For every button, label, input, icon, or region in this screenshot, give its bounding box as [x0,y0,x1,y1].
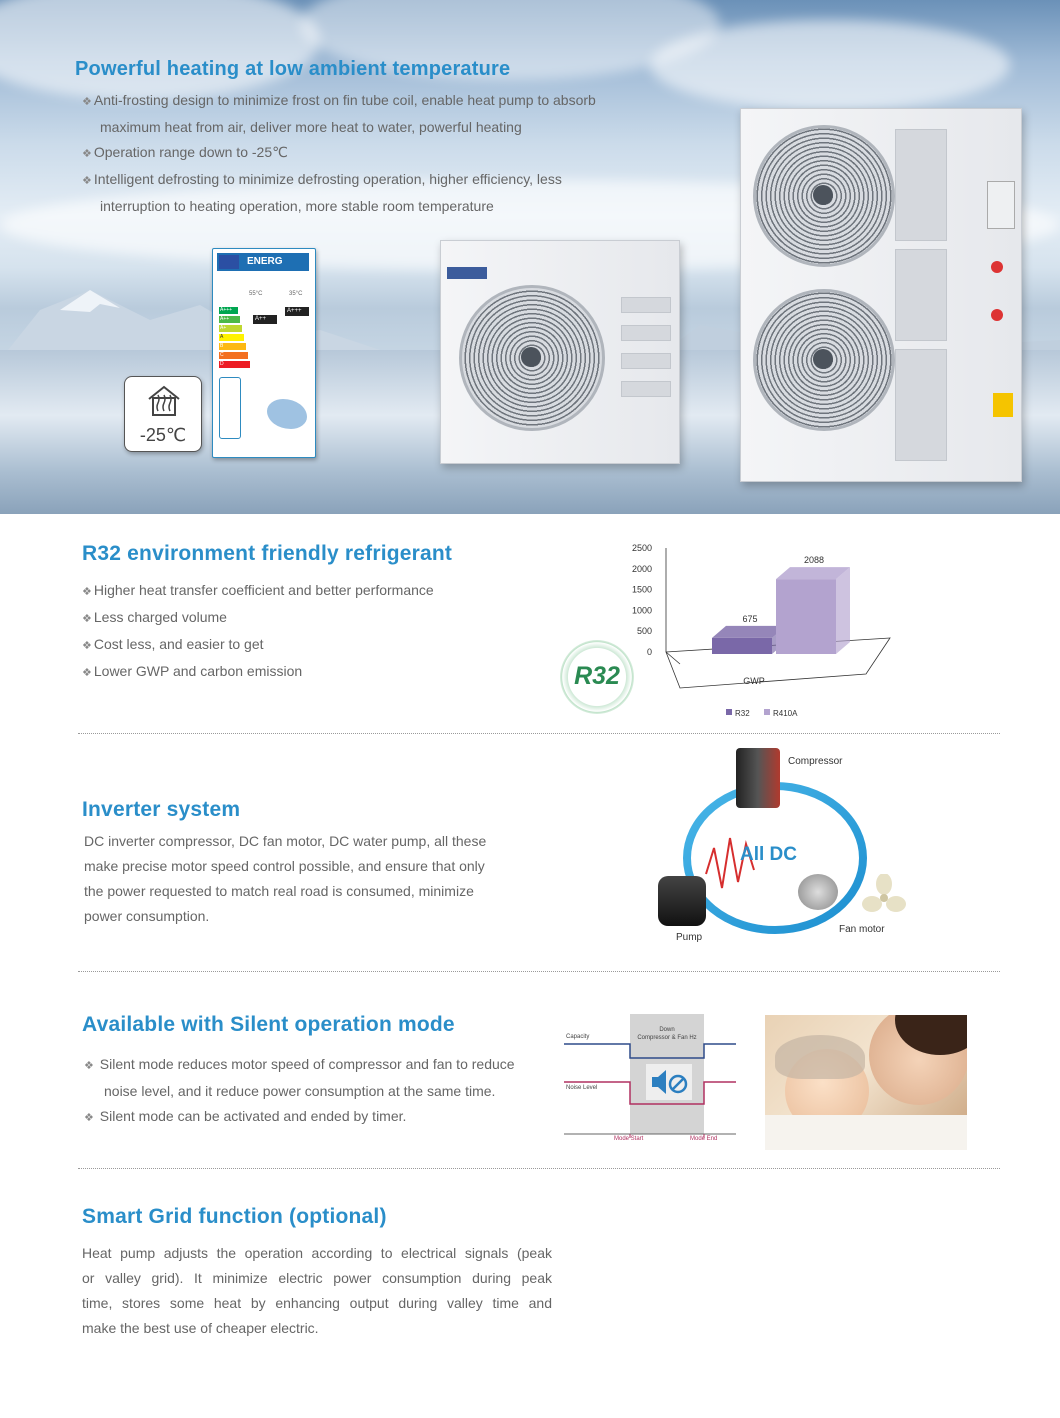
bar-r32-top [712,625,786,638]
legend-label: R410A [773,709,798,718]
fan-motor-image [798,874,838,910]
hero-heading: Powerful heating at low ambient temperat… [75,58,511,80]
silent-mode-diagram: Down Compressor & Fan Hz Capacity Noise … [564,1014,739,1148]
mode-start-label: Mode Start [614,1136,644,1142]
temp-badge-label: -25℃ [139,425,187,445]
hero-bullet-list: ❖Anti-frosting design to minimize frost … [82,88,596,219]
temp-right: 35°C [289,291,303,297]
bar-r410a-side [836,567,850,654]
y-tick-label: 2500 [632,543,652,553]
hero-bullet-continued: interruption to heating operation, more … [100,198,494,214]
rating-right: A+++ [285,307,309,316]
fan-motor-label: Fan motor [839,924,885,935]
r32-bullet: ❖Less charged volume [82,609,227,625]
r32-bullet: ❖Cost less, and easier to get [82,636,264,652]
diamond-bullet-icon: ❖ [82,640,92,652]
baby-hat [775,1035,865,1079]
all-dc-label: All DC [740,844,797,865]
section-divider [78,733,1000,734]
temp-left: 55°C [249,291,263,297]
noise-level-label: Noise Level [566,1085,598,1091]
r32-bullet-list: ❖Higher heat transfer coefficient and be… [82,578,434,686]
pump-image [658,876,706,926]
bar-r32-front [712,637,772,654]
inverter-heading: Inverter system [82,798,241,821]
r32-heading: R32 environment friendly refrigerant [82,542,453,565]
pump-label: Pump [676,932,703,943]
mother-baby-photo [765,1015,967,1150]
hero-bullet: ❖Operation range down to -25℃ [82,144,288,160]
y-tick-label: 1000 [632,605,652,615]
large-heat-pump-unit [740,108,1022,482]
y-tick-label: 2000 [632,564,652,574]
hero-bullet: ❖Intelligent defrosting to minimize defr… [82,171,562,187]
small-heat-pump-unit [440,240,680,464]
legend-swatch [726,709,732,715]
cloud [650,20,1010,110]
y-tick-label: 500 [637,626,652,636]
capacity-label: Capacity [566,1034,590,1040]
silent-bullet-list: ❖ Silent mode reduces motor speed of com… [84,1052,515,1131]
hero-bullet: ❖Anti-frosting design to minimize frost … [82,92,596,108]
bar-r410a-front [776,579,836,654]
data-label: 2088 [804,555,824,565]
compressor-label: Compressor [788,756,843,767]
silent-bullet: ❖ Silent mode can be activated and ended… [84,1108,407,1124]
bar-r410a-top [776,567,850,580]
warning-label [993,393,1013,417]
r32-badge: R32 [560,640,634,714]
fan-hub [521,347,541,367]
legend-swatch [764,709,770,715]
energy-label-title: ENERG [217,253,309,271]
y-tick-label: 1500 [632,585,652,595]
y-tick-label: 0 [647,647,652,657]
r32-badge-label: R32 [574,662,620,690]
diamond-bullet-icon: ❖ [82,667,92,679]
energy-scale: A+++ A++ A+ A B C D [219,307,250,368]
hero-banner: Powerful heating at low ambient temperat… [0,0,1060,514]
smart-grid-paragraph: Heat pump adjusts the operation accordin… [82,1245,552,1336]
house-heating-icon [148,385,180,416]
silent-bullet-continued: noise level, and it reduce power consump… [104,1083,496,1099]
silent-heading: Available with Silent operation mode [82,1013,455,1036]
down-label: Down Compressor & Fan Hz [637,1027,697,1041]
unit-logo [447,267,487,279]
compressor-image [736,748,780,808]
all-dc-diagram: All DC Compressor Pump Fan motor [640,748,920,948]
cloud [0,0,320,100]
diamond-bullet-icon: ❖ [82,613,92,625]
mute-speaker-icon [646,1064,692,1100]
diamond-bullet-icon: ❖ [82,586,92,598]
fan-blade-icon [862,874,906,912]
sound-icon [219,377,241,439]
section-divider [78,1168,1000,1169]
diamond-bullet-icon: ❖ [82,148,92,160]
europe-map-icon [267,399,307,429]
diamond-bullet-icon: ❖ [82,175,92,187]
x-axis-edge [665,651,681,665]
red-indicator [991,261,1003,273]
smart-grid-heading: Smart Grid function (optional) [82,1205,387,1228]
section-divider [78,971,1000,972]
r32-bullet: ❖Higher heat transfer coefficient and be… [82,582,434,598]
energy-label: ENERG 55°C 35°C A+++ A++ A+ A B C D A++ … [212,248,316,458]
silent-bullet: ❖ Silent mode reduces motor speed of com… [84,1056,515,1072]
diamond-bullet-icon: ❖ [84,1060,94,1072]
low-temperature-badge: -25℃ [124,376,202,452]
r32-bullet: ❖Lower GWP and carbon emission [82,663,303,679]
blanket [765,1115,967,1150]
diamond-bullet-icon: ❖ [84,1112,94,1124]
electrical-box [987,181,1015,229]
diamond-bullet-icon: ❖ [82,96,92,108]
hero-bullet-continued: maximum heat from air, deliver more heat… [100,119,522,135]
red-indicator [991,309,1003,321]
mode-end-label: Mode End [690,1136,718,1142]
legend-label: R32 [735,709,750,718]
inverter-paragraph: DC inverter compressor, DC fan motor, DC… [84,833,487,924]
x-axis-label: GWP [743,676,765,686]
data-label: 675 [742,614,757,624]
eu-flag-icon [219,255,239,269]
rating-left: A++ [253,315,277,324]
